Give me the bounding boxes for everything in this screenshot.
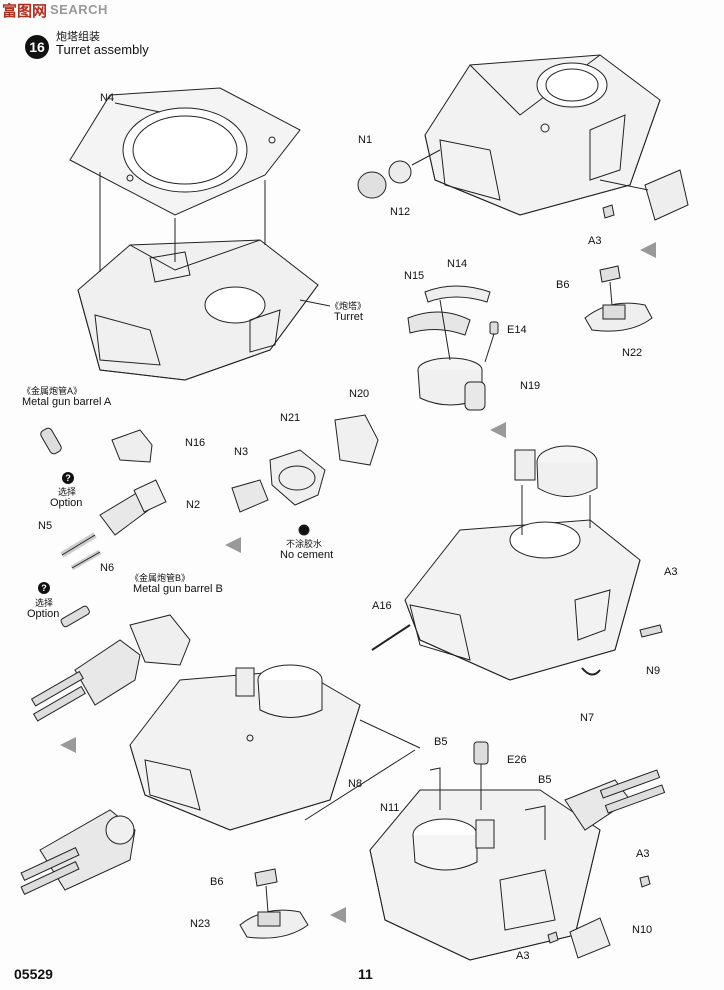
- label-n6: N6: [100, 562, 115, 574]
- hatch-door-right: [644, 169, 689, 221]
- label-option-2-en: Option: [27, 608, 60, 620]
- leader-n4: [114, 102, 161, 113]
- label-b5-2: B5: [538, 774, 552, 786]
- label-n3: N3: [234, 446, 249, 458]
- label-option-1-cn: 选择: [58, 487, 77, 497]
- part-a3-bottom-right: [639, 875, 651, 888]
- label-option-1-en: Option: [50, 497, 83, 509]
- hatch-b6-n22: [584, 265, 653, 332]
- turret-body: [77, 239, 319, 381]
- label-barrel-b-en: Metal gun barrel B: [133, 583, 223, 595]
- product-code: 05529: [14, 966, 53, 982]
- label-barrel-a-en: Metal gun barrel A: [22, 396, 112, 408]
- part-a3-bottom: [547, 931, 559, 944]
- part-n7-shape: [581, 667, 601, 676]
- label-no-cement-en: No cement: [280, 549, 334, 561]
- label-b6-2: B6: [210, 876, 224, 888]
- assembly-line-hatch: [599, 179, 649, 191]
- label-a3-2: A3: [664, 566, 678, 578]
- label-n11: N11: [380, 802, 400, 814]
- label-a16: A16: [372, 600, 392, 612]
- turret-bottom-right: [369, 741, 666, 961]
- assembly-line-n12: [411, 149, 441, 166]
- label-a3: A3: [588, 235, 602, 247]
- label-n7: N7: [580, 712, 595, 724]
- label-turret-cn: 《炮塔》: [330, 301, 367, 311]
- hatch-door-bottom: [569, 917, 611, 959]
- option-badge-2: ?: [38, 582, 50, 594]
- label-n16: N16: [185, 437, 206, 449]
- option-badge-1: ?: [62, 472, 74, 484]
- turret-middle-right: [404, 445, 641, 681]
- label-n22: N22: [622, 347, 643, 359]
- part-a16-shape: [371, 624, 411, 651]
- label-n20: N20: [349, 388, 370, 400]
- label-e14: E14: [507, 324, 527, 336]
- part-n1-shape: [357, 171, 387, 199]
- leader-turret: [299, 299, 331, 307]
- cupola-parts: [407, 285, 499, 411]
- gun-mantlet-left: [20, 809, 136, 895]
- label-no-cement-cn: 不涂胶水: [286, 539, 323, 549]
- watermark-logo: 富图网: [2, 3, 48, 20]
- rod-n11-b: [304, 749, 416, 821]
- step-title-cn: 炮塔组装: [56, 31, 100, 43]
- assembly-lines-top-left: [99, 172, 266, 272]
- hatch-b6-n23: [239, 868, 309, 939]
- label-n12: N12: [390, 206, 411, 218]
- part-a3-top: [602, 204, 615, 219]
- label-b6: B6: [556, 279, 570, 291]
- mantlet-parts: [231, 414, 379, 536]
- label-n5: N5: [38, 520, 53, 532]
- gun-mantlet-upper: [30, 614, 191, 722]
- page-number: 11: [358, 966, 373, 982]
- direction-arrows: [60, 242, 656, 923]
- label-n21: N21: [280, 412, 301, 424]
- label-n23: N23: [190, 918, 211, 930]
- gun-barrel-parts: [40, 427, 167, 628]
- label-n2: N2: [186, 499, 201, 511]
- label-option-2-cn: 选择: [35, 598, 54, 608]
- turret-upper-right: [424, 54, 661, 216]
- label-e26: E26: [507, 754, 527, 766]
- label-turret-en: Turret: [334, 311, 363, 323]
- label-barrel-b-cn: 《金属炮管B》: [130, 573, 191, 583]
- rod-n11: [359, 719, 421, 749]
- turret-roof-n4: [69, 87, 301, 216]
- step-title-en: Turret assembly: [56, 42, 149, 57]
- label-barrel-a-cn: 《金属炮管A》: [22, 386, 83, 396]
- label-n1: N1: [358, 134, 373, 146]
- label-a3-4: A3: [516, 950, 530, 962]
- label-n15: N15: [404, 270, 425, 282]
- label-n14: N14: [447, 258, 468, 270]
- step-number-badge: 16: [25, 35, 49, 59]
- part-n9-shape: [639, 624, 663, 638]
- label-b5-1: B5: [434, 736, 448, 748]
- label-n10: N10: [632, 924, 653, 936]
- label-n4: N4: [100, 92, 115, 104]
- label-n9: N9: [646, 665, 661, 677]
- turret-middle-left: [129, 664, 361, 831]
- label-n8: N8: [348, 778, 363, 790]
- watermark-text: SEARCH: [50, 2, 108, 17]
- label-n19: N19: [520, 380, 541, 392]
- part-n12-shape: [388, 160, 412, 184]
- label-a3-3: A3: [636, 848, 650, 860]
